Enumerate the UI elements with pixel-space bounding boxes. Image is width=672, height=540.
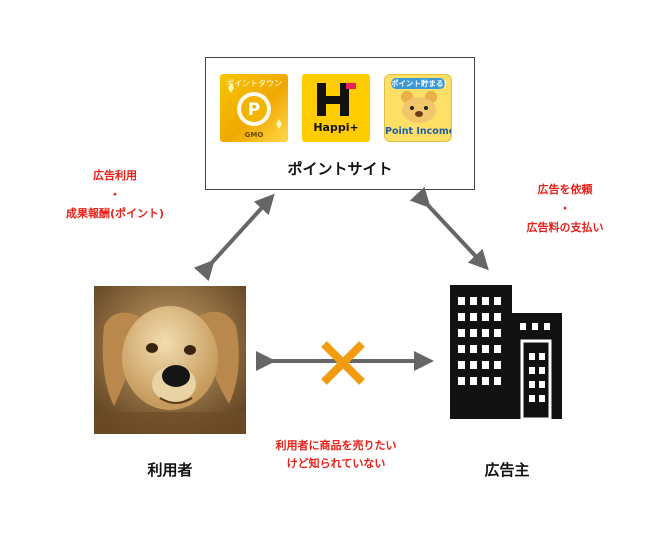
happi-plus-logo: Happi+ (302, 74, 370, 142)
pi-logo-top-text: ポイント貯まる! (391, 78, 447, 89)
note-line: けど知られていない (286, 457, 386, 470)
point-income-logo: ポイント貯まる! Point Income (384, 74, 452, 142)
user-label: 利用者 (147, 461, 193, 479)
note-user-to-advertiser: 利用者に商品を売りたい けど知られていない (246, 437, 426, 473)
note-advertiser-to-site: 広告を依頼 ・ 広告料の支払い (500, 180, 630, 237)
gmo-logo-bottom-text: GMO (244, 131, 264, 139)
building-icon (450, 285, 562, 421)
gmo-pointtown-logo: ポイントタウン P GMO (220, 74, 288, 142)
note-line: 広告料の支払い (526, 221, 604, 234)
bear-mascot-icon (401, 91, 437, 123)
advertiser-label: 広告主 (484, 461, 530, 479)
svg-text:P: P (248, 100, 260, 120)
gmo-logo-top-text: ポイントタウン (226, 79, 282, 88)
happi-h-icon (317, 83, 356, 116)
dog-photo (94, 286, 246, 434)
note-line: ・ (109, 188, 121, 201)
note-line: 利用者に商品を売りたい (275, 439, 397, 452)
note-line: ・ (559, 202, 571, 215)
happi-logo-text: Happi+ (313, 121, 359, 134)
pi-logo-bottom-text: Point Income (385, 126, 452, 137)
point-site-box: ポイントタウン P GMO Happi+ ポイント貯まる! (205, 57, 475, 190)
cross-icon (321, 341, 365, 385)
note-line: 広告を依頼 (537, 183, 593, 196)
note-line: 広告利用 (93, 169, 137, 182)
note-user-to-site: 広告利用 ・ 成果報酬(ポイント) (45, 166, 185, 223)
dog-illustration (94, 286, 246, 434)
note-line: 成果報酬(ポイント) (65, 207, 165, 220)
arrow-site-advertiser (409, 186, 489, 271)
coin-p-icon: P (228, 83, 282, 129)
point-site-title: ポイントサイト (287, 160, 393, 178)
arrow-user-site (193, 193, 275, 282)
